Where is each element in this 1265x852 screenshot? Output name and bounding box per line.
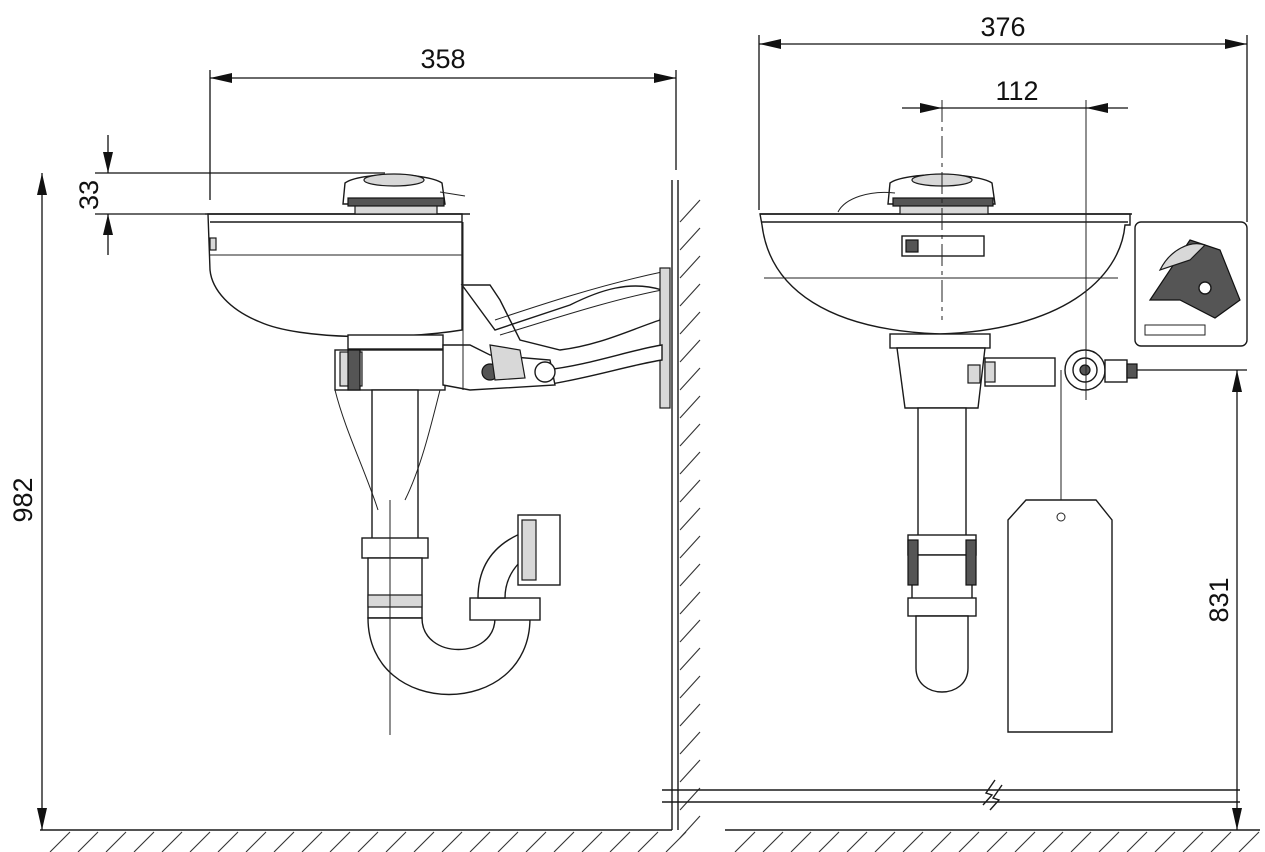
left-wall bbox=[671, 180, 679, 830]
dim-376-label: 376 bbox=[980, 12, 1025, 42]
right-sign-plate bbox=[1134, 221, 1248, 347]
wall-hatching bbox=[679, 199, 701, 839]
centerlines bbox=[941, 100, 1087, 400]
hang-tag bbox=[1007, 499, 1113, 733]
right-bowl bbox=[759, 173, 1132, 335]
dim-376: 376 bbox=[758, 12, 1248, 222]
dim-33: 33 bbox=[74, 135, 385, 255]
dim-112-label: 112 bbox=[995, 76, 1038, 106]
left-drain-trap bbox=[334, 389, 561, 735]
right-valve-assembly bbox=[984, 349, 1138, 505]
floor-hatching bbox=[49, 831, 1260, 852]
left-valve bbox=[334, 222, 556, 391]
dim-982-label: 982 bbox=[8, 477, 38, 522]
dim-358: 358 bbox=[209, 44, 677, 200]
right-drain bbox=[889, 333, 991, 693]
dim-831-label: 831 bbox=[1204, 577, 1234, 622]
left-bowl bbox=[205, 173, 470, 338]
left-wall-bracket bbox=[460, 267, 671, 409]
supply-pipe bbox=[662, 779, 1240, 811]
dim-33-label: 33 bbox=[74, 180, 104, 210]
dim-112: 112 bbox=[902, 76, 1128, 113]
dim-358-label: 358 bbox=[420, 44, 465, 74]
dim-982: 982 bbox=[8, 173, 47, 830]
dim-831: 831 bbox=[1137, 369, 1247, 830]
